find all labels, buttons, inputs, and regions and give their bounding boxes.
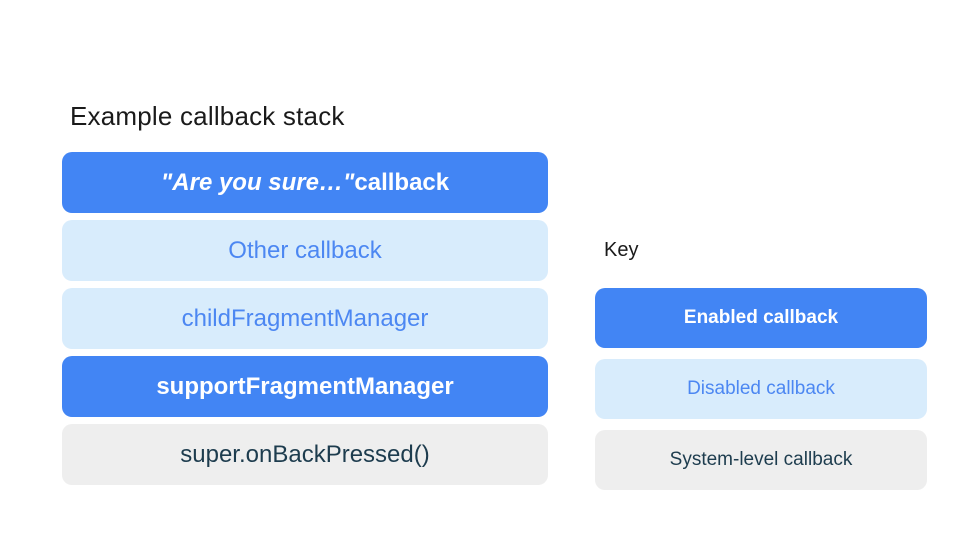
stack-bar-child-fragment-manager: childFragmentManager [62,288,548,349]
stack-bar-label-suffix: callback [354,168,450,196]
key-item-label: System-level callback [669,449,853,470]
key-item-system-level-callback: System-level callback [595,430,927,490]
stack-bar-label: super.onBackPressed() [180,440,430,468]
stack-bar-label-quoted: "Are you sure…" [160,168,355,196]
stack-bar-super-on-back-pressed: super.onBackPressed() [62,424,548,485]
stack-title: Example callback stack [70,101,345,131]
key-item-label: Disabled callback [687,378,835,399]
stack-bar-support-fragment-manager: supportFragmentManager [62,356,548,417]
stack-bar-label: Other callback [228,236,382,264]
stack-bar-label: childFragmentManager [181,304,429,332]
stack-bar-are-you-sure-callback: "Are you sure…" callback [62,152,548,213]
key-item-enabled-callback: Enabled callback [595,288,927,348]
key-title: Key [604,239,639,261]
stack-bar-other-callback: Other callback [62,220,548,281]
key-item-label: Enabled callback [683,307,839,328]
stack-bar-label: supportFragmentManager [156,372,454,400]
key-item-disabled-callback: Disabled callback [595,359,927,419]
